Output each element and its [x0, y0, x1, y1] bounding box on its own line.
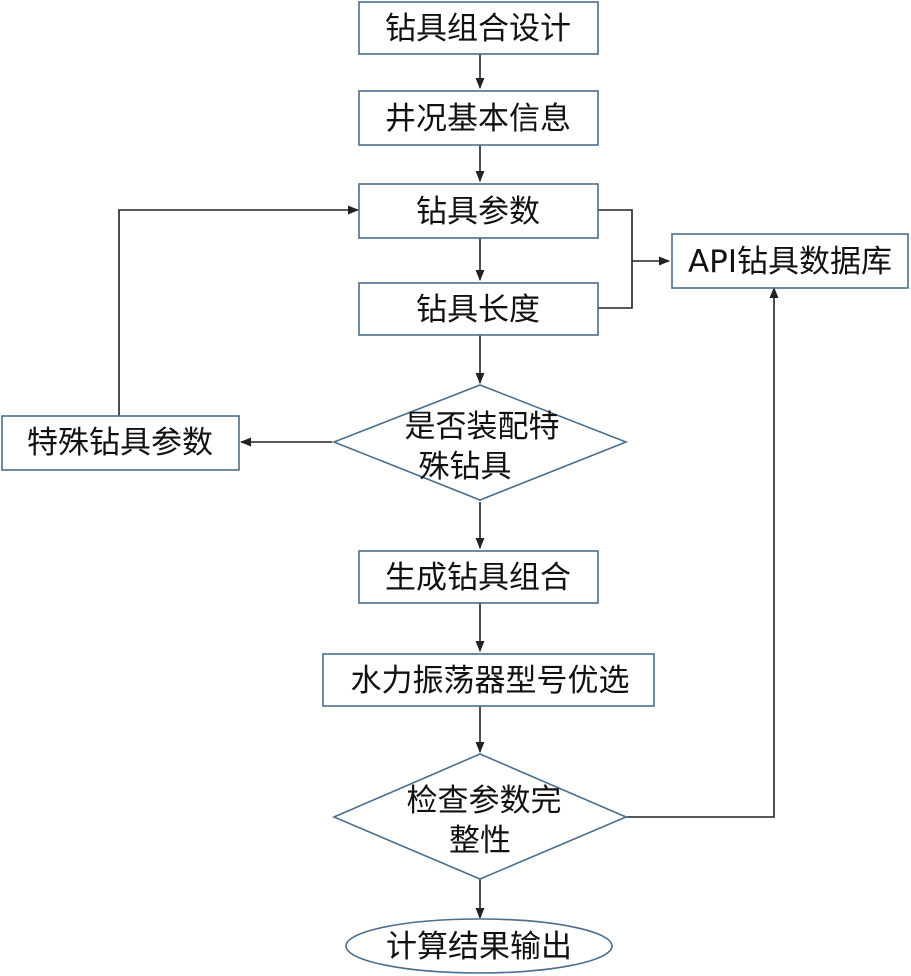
node-api-db-label: API钻具数据库 — [688, 244, 892, 280]
node-output: 计算结果输出 — [345, 918, 613, 974]
edges — [118, 54, 779, 920]
decision-special-bha-line2: 殊钻具 — [419, 449, 512, 485]
edge-special-to-params — [118, 205, 360, 416]
node-oscillator-select: 水力振荡器型号优选 — [322, 653, 655, 707]
node-bha-params: 钻具参数 — [358, 183, 599, 239]
node-bha-design-label: 钻具组合设计 — [385, 11, 571, 47]
node-output-label: 计算结果输出 — [386, 929, 572, 965]
node-bha-length: 钻具长度 — [358, 282, 599, 336]
edge-params-to-merge — [598, 209, 633, 261]
node-generate-bha: 生成钻具组合 — [358, 550, 599, 604]
node-oscillator-select-label: 水力振荡器型号优选 — [351, 663, 630, 699]
node-bha-design: 钻具组合设计 — [358, 1, 599, 55]
node-bha-params-label: 钻具参数 — [416, 194, 540, 230]
node-well-info-label: 井况基本信息 — [385, 101, 571, 137]
edge-length-to-merge — [598, 261, 633, 309]
edge-check-to-apidb — [626, 286, 779, 818]
node-bha-length-label: 钻具长度 — [416, 292, 540, 328]
decision-check-params-line1: 检查参数完 — [407, 783, 562, 819]
node-api-db: API钻具数据库 — [671, 233, 909, 289]
decision-check-params-line2: 整性 — [449, 823, 511, 859]
decision-special-bha-line1: 是否装配特 — [405, 409, 560, 445]
node-special-params-label: 特殊钻具参数 — [27, 425, 213, 461]
decision-special-bha: 是否装配特 殊钻具 — [331, 384, 629, 501]
node-well-info: 井况基本信息 — [358, 90, 599, 146]
decision-check-params: 检查参数完 整性 — [331, 753, 629, 880]
node-generate-bha-label: 生成钻具组合 — [385, 560, 571, 596]
node-special-params: 特殊钻具参数 — [1, 415, 240, 471]
